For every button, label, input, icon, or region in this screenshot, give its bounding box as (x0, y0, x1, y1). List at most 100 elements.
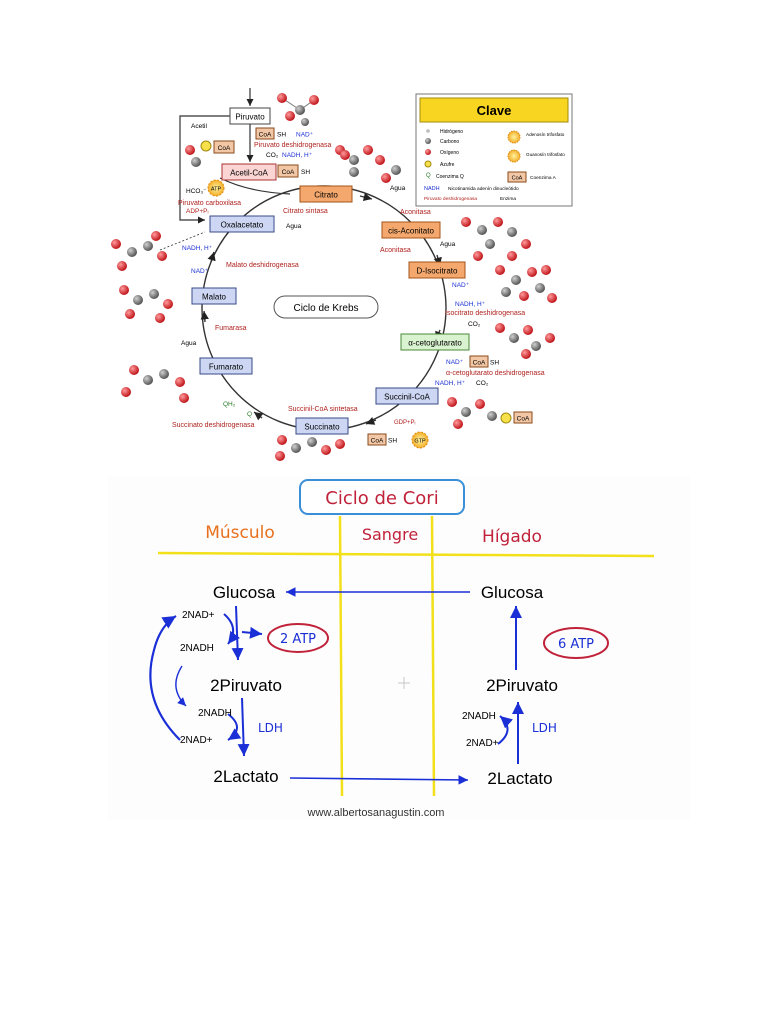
svg-text:Hidrógeno: Hidrógeno (440, 129, 463, 135)
node-malato-label: Malato (202, 293, 227, 302)
cori-website: www.albertosanagustin.com (307, 807, 445, 819)
muscle-nadh-bottom: 2NADH (198, 708, 232, 719)
crosshair-cursor-icon (398, 677, 410, 689)
coa-tag-keto (469, 355, 489, 368)
molecule-isocitrato (495, 265, 557, 303)
node-fumarato (199, 357, 253, 375)
svg-text:NADH, H⁺: NADH, H⁺ (182, 245, 213, 252)
svg-text:Adenosín trifosfato: Adenosín trifosfato (526, 132, 565, 137)
svg-text:CoA: CoA (282, 169, 295, 176)
node-acetil-coa-label: Acetil-CoA (230, 169, 268, 178)
svg-text:QH₂: QH₂ (223, 401, 236, 408)
svg-text:CoA: CoA (218, 145, 231, 152)
svg-text:Isocitrato deshidrogenasa: Isocitrato deshidrogenasa (445, 310, 525, 317)
node-cis-aconitato (381, 221, 441, 239)
node-oxalacetato-label: Oxalacetato (221, 221, 264, 230)
coa-tag-top (255, 127, 275, 140)
svg-text:SH: SH (301, 169, 310, 176)
svg-text:CoA: CoA (473, 360, 486, 367)
molecule-acetil (185, 140, 212, 167)
muscle-nadh-top: 2NADH (180, 643, 214, 654)
liver-lactato: 2Lactato (487, 769, 552, 788)
svg-text:Azufre: Azufre (440, 162, 455, 168)
svg-text:NAD⁺: NAD⁺ (446, 359, 464, 366)
grid-line-h (157, 551, 655, 558)
muscle-glucosa: Glucosa (213, 583, 276, 602)
node-citrato (299, 185, 353, 203)
molecule-models: CoA (111, 93, 557, 461)
key-title: Clave (477, 103, 512, 118)
svg-text:Acetil: Acetil (191, 123, 207, 130)
svg-text:Enzima: Enzima (500, 196, 516, 202)
node-cetoglutarato (400, 333, 470, 351)
svg-text:HCO₃⁻: HCO₃⁻ (186, 188, 207, 195)
node-cis-aconitato-label: cis-Aconitato (388, 227, 434, 236)
svg-text:Q: Q (426, 173, 431, 179)
svg-text:Agua: Agua (286, 223, 302, 230)
svg-text:NADH: NADH (424, 186, 440, 192)
atp-sun-left (207, 179, 225, 197)
molecule-oxalacetato (111, 231, 167, 271)
svg-text:CoA: CoA (517, 416, 530, 423)
molecule-piruvato (277, 93, 319, 126)
muscle-lactato: 2Lactato (213, 767, 278, 786)
svg-text:CO₂: CO₂ (266, 152, 279, 159)
liver-glucosa: Glucosa (481, 583, 544, 602)
svg-text:Piruvato carboxilasa: Piruvato carboxilasa (178, 200, 241, 207)
svg-text:CO₂: CO₂ (468, 321, 481, 328)
svg-text:Agua: Agua (440, 241, 456, 248)
liver-nadh: 2NADH (462, 711, 496, 722)
molecule-cetoglutarato (495, 323, 555, 359)
node-succinato-label: Succinato (304, 423, 340, 432)
coa-tag-left (213, 140, 235, 154)
svg-text:Oxígeno: Oxígeno (440, 150, 459, 156)
molecule-acetilcoa (335, 145, 373, 177)
key-legend: Clave Hidrógeno Carbono Oxígeno Azufre Q… (415, 93, 573, 207)
svg-text:Citrato sintasa: Citrato sintasa (283, 208, 328, 215)
molecule-succinato (275, 435, 345, 461)
svg-text:SH: SH (277, 132, 286, 139)
cori-cycle: Ciclo de Cori Músculo Sangre Hígado Gluc… (108, 476, 690, 820)
svg-text:Malato deshidrogenasa: Malato deshidrogenasa (226, 262, 299, 269)
muscle-atp-oval (267, 623, 329, 653)
svg-text:Coenzima A: Coenzima A (530, 175, 557, 181)
node-piruvato-label: Piruvato (235, 113, 265, 122)
svg-text:α-cetoglutarato deshidrogenasa: α-cetoglutarato deshidrogenasa (446, 370, 545, 377)
svg-text:SH: SH (388, 438, 397, 445)
coa-tag-succ (367, 433, 387, 446)
node-malato (191, 287, 237, 305)
svg-text:ADP+Pᵢ: ADP+Pᵢ (186, 208, 209, 215)
coa-tag-acetil (277, 164, 299, 178)
liver-ldh: LDH (532, 721, 557, 735)
svg-text:NADH, H⁺: NADH, H⁺ (435, 380, 466, 387)
liver-piruvato: 2Piruvato (486, 676, 558, 695)
cycle-center-label-box (273, 295, 379, 319)
node-oxalacetato (209, 215, 275, 233)
molecule-malato (119, 285, 173, 323)
node-acetil-coa (221, 163, 277, 181)
muscle-piruvato: 2Piruvato (210, 676, 282, 695)
svg-text:CoA: CoA (512, 176, 523, 182)
svg-text:Succinil-CoA sintetasa: Succinil-CoA sintetasa (288, 406, 358, 413)
svg-text:Agua: Agua (181, 340, 197, 347)
liver-nad: 2NAD+ (466, 738, 499, 749)
muscle-atp: 2 ATP (280, 632, 316, 647)
krebs-cycle: Piruvato Acetil-CoA CoA SH Citrato cis-A… (111, 88, 573, 461)
svg-text:CO₂: CO₂ (476, 380, 489, 387)
muscle-nad-top: 2NAD+ (182, 610, 215, 621)
svg-text:NAD⁺: NAD⁺ (452, 282, 470, 289)
svg-text:Piruvato deshidrogenasa: Piruvato deshidrogenasa (254, 142, 332, 149)
svg-text:NAD⁺: NAD⁺ (191, 268, 209, 275)
svg-text:Guanosín trifosfato: Guanosín trifosfato (526, 152, 565, 157)
svg-text:Coenzima Q: Coenzima Q (436, 174, 464, 180)
muscle-ldh: LDH (258, 721, 283, 735)
svg-text:Carbono: Carbono (440, 139, 459, 145)
grid-line-v2 (430, 515, 436, 797)
svg-text:NADH, H⁺: NADH, H⁺ (282, 152, 313, 159)
svg-text:Piruvato deshidrogenasa: Piruvato deshidrogenasa (424, 196, 477, 202)
svg-text:Aconitasa: Aconitasa (380, 247, 411, 254)
molecule-citrato (340, 150, 401, 183)
liver-atp-oval (543, 627, 609, 659)
node-citrato-label: Citrato (314, 191, 338, 200)
arrow-piruvato-lactato (237, 697, 250, 757)
